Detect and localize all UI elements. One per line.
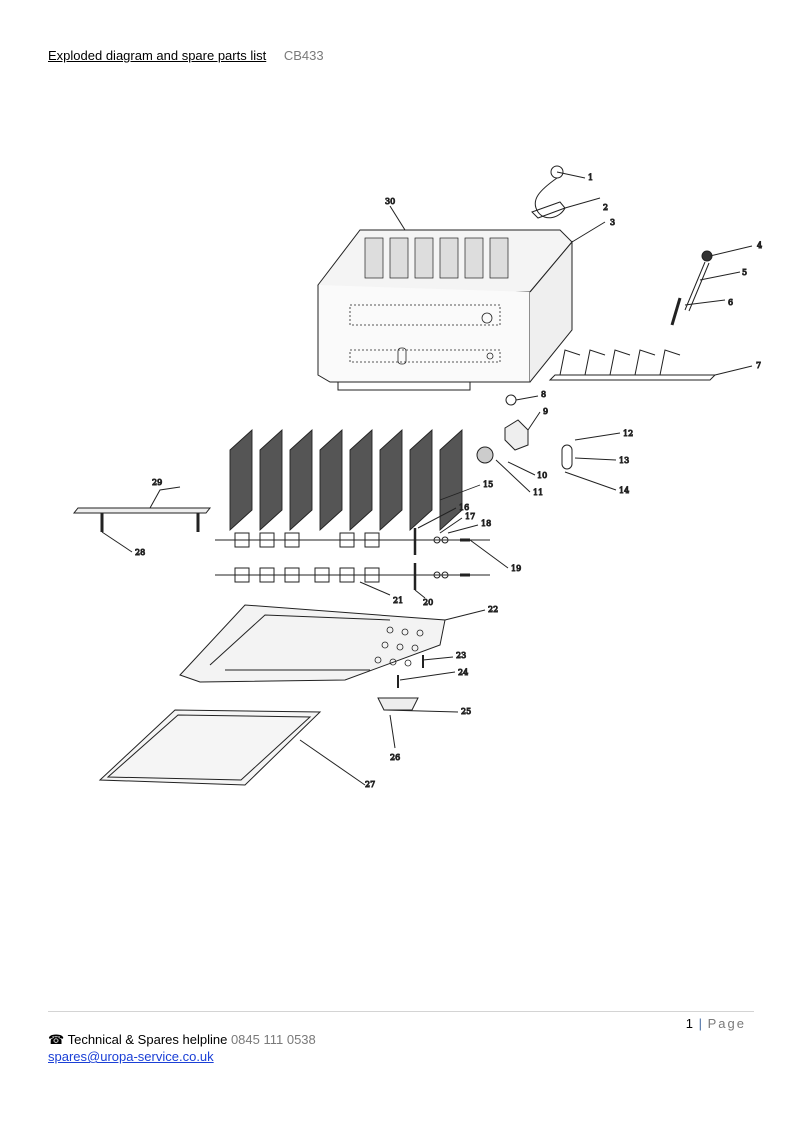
callout-label: 18 (481, 519, 491, 528)
helpline-label: Technical & Spares helpline (67, 1032, 228, 1047)
page-separator: | (698, 1016, 702, 1031)
timer-parts (476, 394, 621, 493)
callout-label: 22 (488, 605, 498, 614)
callout-label: 9 (543, 407, 548, 416)
callout-label: 2 (603, 203, 608, 212)
housing-part (317, 229, 573, 391)
callout-label: 11 (533, 488, 543, 497)
page-number: 1 | Page (686, 1016, 746, 1031)
callout-label: 17 (465, 512, 475, 521)
callout-label: 28 (135, 548, 145, 557)
document-title: Exploded diagram and spare parts list (48, 48, 267, 63)
rack-part (548, 349, 753, 381)
callout-label: 21 (393, 596, 403, 605)
footer-divider (48, 1011, 754, 1012)
callout-label: 14 (619, 486, 629, 495)
callout-label: 19 (511, 564, 521, 573)
callout-label: 5 (742, 268, 747, 277)
callout-label: 13 (619, 456, 629, 465)
email-link[interactable]: spares@uropa-service.co.uk (48, 1049, 214, 1064)
callout-label: 20 (423, 598, 433, 607)
knob-assembly-part (670, 245, 753, 326)
page-label: Page (707, 1016, 746, 1031)
callout-label: 7 (756, 361, 761, 370)
base-plate-part (179, 604, 486, 749)
callout-label: 16 (459, 503, 469, 512)
callout-label: 12 (623, 429, 633, 438)
model-code: CB433 (283, 48, 324, 63)
helpline: ☎ Technical & Spares helpline 0845 111 0… (48, 1032, 316, 1048)
power-cord-part (531, 165, 606, 243)
callout-label: 29 (152, 478, 162, 487)
callout-label: 15 (483, 480, 493, 489)
callout-label: 3 (610, 218, 615, 227)
helpline-number: 0845 111 0538 (230, 1032, 316, 1047)
telephone-icon: ☎ (48, 1032, 65, 1047)
callout-label: 25 (461, 707, 471, 716)
support-bar-part (72, 486, 212, 553)
callout-label: 1 (588, 173, 593, 182)
callout-label: 23 (456, 651, 466, 660)
document-header: Exploded diagram and spare parts list CB… (48, 48, 324, 63)
callout-label: 8 (541, 390, 546, 399)
exploded-diagram: 1 2 3 4 5 6 7 8 9 10 11 12 13 14 15 16 1… (60, 150, 780, 810)
callout-label: 30 (385, 197, 395, 206)
page-number-value: 1 (685, 1016, 693, 1031)
callout-label: 4 (757, 241, 762, 250)
callout-label: 24 (458, 668, 468, 677)
element-cassettes-part (229, 428, 481, 532)
carriage-bars-part (215, 507, 509, 599)
crumb-tray-part (98, 709, 366, 786)
callout-label: 26 (390, 753, 400, 762)
callout-label: 27 (365, 780, 375, 789)
callout-label: 6 (728, 298, 733, 307)
callout-label: 10 (537, 471, 547, 480)
